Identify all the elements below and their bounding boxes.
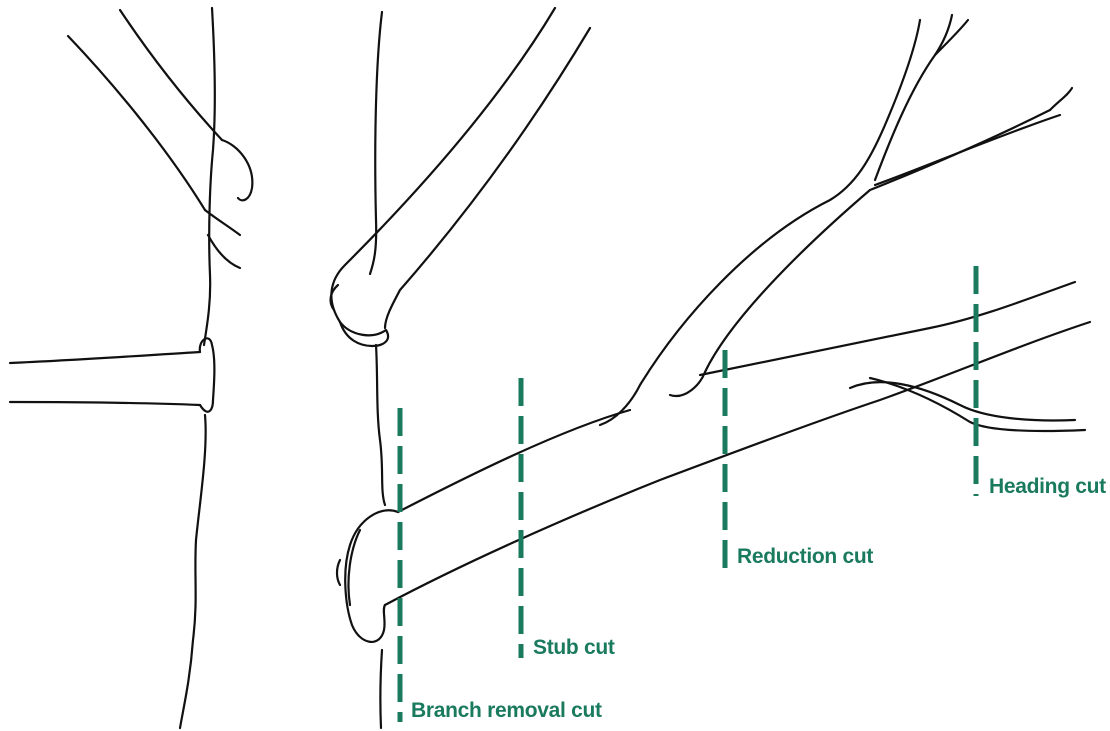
reduction-cut-label: Reduction cut — [737, 546, 873, 567]
main-limb-upper-edge-right — [700, 282, 1075, 375]
upward-branch-tip-2 — [935, 20, 968, 55]
main-limb-collar-outer — [345, 510, 398, 642]
stub-cut-label: Stub cut — [533, 637, 615, 658]
left-upper-collar-ridge-2 — [208, 235, 240, 268]
right-trunk-right-edge-low — [380, 650, 382, 728]
left-upper-collar — [222, 140, 252, 200]
left-tree-drawing — [10, 8, 252, 728]
cut-lines — [400, 266, 976, 722]
right-upper-branch-left-edge — [331, 8, 555, 322]
heading-twig-upper — [850, 382, 1075, 420]
main-limb-upper-edge — [398, 410, 630, 512]
main-limb-collar-ridge — [337, 560, 340, 585]
left-upper-branch-inner — [120, 10, 222, 140]
branch-removal-cut-label: Branch removal cut — [411, 700, 602, 721]
left-trunk-lower-edge — [180, 415, 206, 728]
left-side-branch-bottom — [10, 402, 200, 405]
upward-branch-tip-1 — [875, 15, 952, 180]
right-upper-collar — [340, 322, 388, 346]
left-side-branch-top — [10, 352, 200, 363]
right-upper-branch-right-edge — [385, 28, 590, 328]
heading-cut-label: Heading cut — [989, 476, 1106, 497]
upward-branch-tip-3 — [1050, 88, 1072, 110]
upward-branch-tip-4 — [875, 115, 1060, 185]
upward-branch-left-edge — [600, 20, 920, 425]
right-trunk-right-edge-mid — [376, 345, 385, 505]
right-trunk-left-edge — [370, 12, 382, 274]
left-trunk-right-edge — [204, 8, 215, 345]
left-side-collar — [200, 338, 215, 411]
left-upper-branch-outer — [68, 36, 205, 210]
